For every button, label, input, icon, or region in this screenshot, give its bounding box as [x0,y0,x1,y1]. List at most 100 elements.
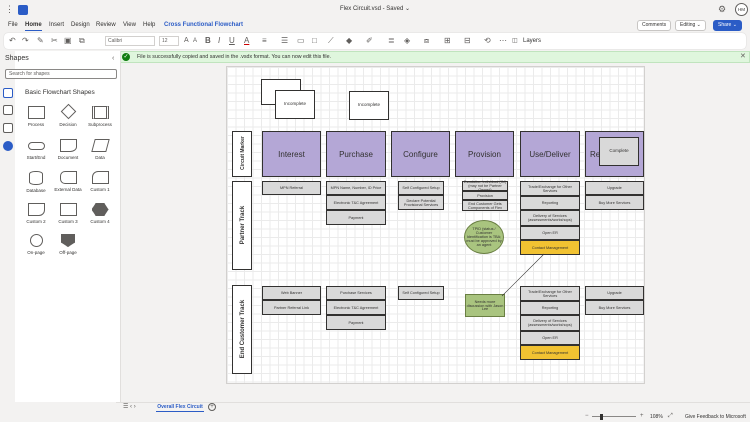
shape-decision[interactable]: Decision [52,103,84,127]
share-button[interactable]: Share ⌄ [713,20,742,31]
task-customer-payment[interactable]: Payment [326,315,386,330]
cut-icon[interactable]: ✂ [51,36,58,45]
note-tpid[interactable]: TPID (status / Customer Identification i… [464,220,504,254]
task-customer-reporting[interactable]: Reporting [520,301,580,315]
feedback-link[interactable]: Give Feedback to Microsoft [685,414,746,420]
task-partner-buy-more[interactable]: Buy More Services [585,195,644,210]
task-partner-trade[interactable]: Trade/Exchange for Other Services [520,181,580,196]
task-purchase-services[interactable]: Purchase Services [326,286,386,300]
italic-icon[interactable]: I [218,36,221,45]
fill-icon[interactable]: ◆ [346,36,353,45]
task-provision[interactable]: Provision [462,191,508,200]
arrange-icon[interactable]: ⧈ [424,36,430,45]
task-declare-services[interactable]: Declare Potential Provisional Services [398,195,444,210]
shape-external-data[interactable]: External Data [52,171,84,192]
task-customer-buy-more[interactable]: Buy More Services [585,300,644,315]
rotate-icon[interactable]: ⟲ [484,36,491,45]
document-title[interactable]: Flex Circuit.vsd - Saved ⌄ [339,6,411,12]
redo-icon[interactable]: ↷ [22,36,29,45]
group-icon[interactable]: ⊟ [464,36,471,45]
text-box-icon[interactable]: ▭ [297,36,305,45]
task-mpn-name[interactable]: MPN Name, Number, ID Price [326,181,386,195]
task-customer-self-config[interactable]: Self Configured Setup [398,286,444,300]
tab-help[interactable]: Help [143,22,156,28]
shape-process[interactable]: Process [20,106,52,127]
phase-use-deliver[interactable]: Use/Deliver [520,131,580,177]
task-customer-delivery[interactable]: Delivery of Services (assessments/worksh… [520,315,580,331]
position-icon[interactable]: ⊞ [444,36,451,45]
task-web-banner[interactable]: Web Banner [262,286,321,300]
zoom-out-icon[interactable]: − [585,413,589,419]
align-icon[interactable]: ≡ [262,36,267,45]
increase-font-icon[interactable]: A [184,37,189,44]
phase-provision[interactable]: Provision [455,131,514,177]
line-color-icon[interactable]: ✐ [366,36,373,45]
shape-custom-4[interactable]: Custom 4 [84,203,116,224]
font-name-select[interactable]: Calibri [105,36,155,46]
lane-partner-track[interactable]: Partner Track [232,181,252,270]
shape-custom-2[interactable]: Custom 2 [20,203,52,224]
task-partner-tc[interactable]: Electronic T&C Agreement [326,195,386,210]
font-color-icon[interactable]: A [244,36,250,45]
task-mpn-referral[interactable]: MPN Referral [262,181,321,195]
task-partner-reporting[interactable]: Reporting [520,196,580,210]
tab-design[interactable]: Design [71,22,90,28]
lane-header-circuit-marker[interactable]: Circuit Marker [232,131,252,177]
images-icon[interactable] [3,123,13,133]
user-avatar[interactable]: HM [735,3,748,16]
task-customer-open-er[interactable]: Open ER [520,331,580,345]
phase-purchase[interactable]: Purchase [326,131,386,177]
sheet-tab-active[interactable]: Overall Flex Circuit [156,404,204,412]
tab-file[interactable]: File [8,22,18,28]
shape-on-page[interactable]: On-page [20,234,52,255]
collapse-pane-icon[interactable]: ‹ [112,55,115,62]
zoom-slider-thumb[interactable] [600,414,603,420]
shape-document[interactable]: Document [52,139,84,160]
note-discussion[interactable]: Needs more discussion with Jason Lee [465,294,505,317]
line-weight-icon[interactable]: ≣ [388,36,395,45]
shapes-panel-icon[interactable] [3,88,13,98]
more-icon[interactable]: ⋯ [499,36,507,45]
task-customer-contact-mgmt[interactable]: Contact Management [520,345,580,360]
task-escalation[interactable]: Escalation individual (IM) (may not be P… [462,180,508,192]
bold-icon[interactable]: B [205,36,211,45]
shape-start-end[interactable]: Start/End [20,139,52,160]
zoom-level[interactable]: 108% [650,414,663,420]
task-partner-self-config[interactable]: Self Configured Setup [398,181,444,195]
task-customer-upgrade[interactable]: Upgrade [585,286,644,300]
shape-database[interactable]: Database [20,171,52,193]
shape-data[interactable]: Data [84,139,116,160]
task-partner-payment[interactable]: Payment [326,210,386,225]
phase-interest[interactable]: Interest [262,131,321,177]
stencil-title[interactable]: Basic Flowchart Shapes [25,89,95,96]
visio-logo-icon[interactable] [18,5,28,15]
zoom-in-icon[interactable]: + [640,413,644,419]
status-box-incomplete[interactable]: Incomplete [275,90,315,119]
layers-label[interactable]: Layers [523,38,542,44]
close-notification-icon[interactable]: ✕ [740,53,746,60]
zoom-slider[interactable] [592,416,636,417]
shape-off-page[interactable]: Off-page [52,234,84,255]
fit-page-icon[interactable]: ⤢ [668,413,673,419]
task-customer-tc[interactable]: Electronic T&C Agreement [326,300,386,315]
status-box-complete[interactable]: Complete [599,137,639,166]
settings-gear-icon[interactable]: ⚙ [718,4,727,14]
paste-icon[interactable]: ▣ [64,36,72,45]
lane-end-customer-track[interactable]: End Customer Track [232,285,252,374]
editing-mode-button[interactable]: Editing ⌄ [675,20,706,31]
stencil-icon[interactable] [3,105,13,115]
task-components[interactable]: End Customer Gets Components of Flex [462,200,508,211]
tab-cross-functional-flowchart[interactable]: Cross Functional Flowchart [164,22,244,28]
sheet-list-icon[interactable]: ☰ ‹ › [123,404,136,410]
underline-icon[interactable]: U [229,36,235,45]
layers-icon[interactable]: ◫ [512,38,518,44]
shape-icon[interactable]: □ [312,36,317,45]
add-sheet-icon[interactable]: + [208,403,216,411]
shape-custom-3[interactable]: Custom 3 [52,203,84,224]
tab-insert[interactable]: Insert [49,22,65,28]
bullets-icon[interactable]: ☰ [281,36,289,45]
tab-view[interactable]: View [123,22,136,28]
connector-icon[interactable]: ⟋ [328,36,334,45]
shape-custom-1[interactable]: Custom 1 [84,171,116,192]
copy-icon[interactable]: ⧉ [79,36,85,45]
